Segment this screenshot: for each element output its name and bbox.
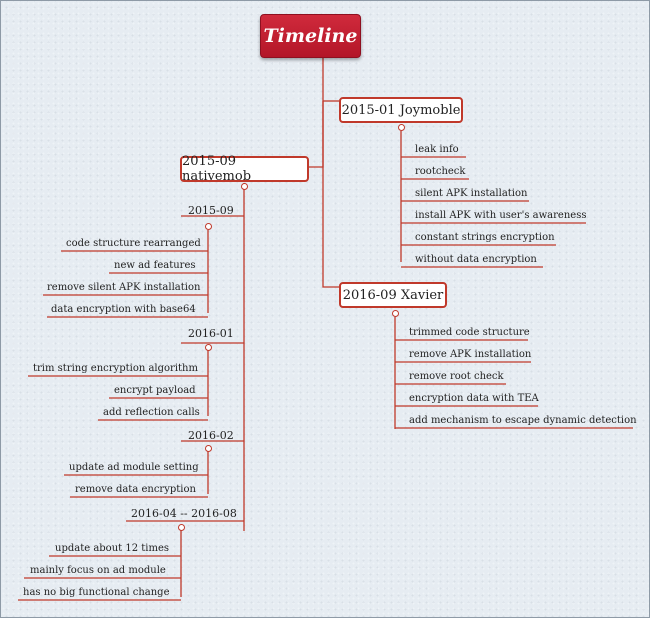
leaf-item[interactable]: remove silent APK installation (47, 282, 201, 293)
leaf-item[interactable]: leak info (415, 144, 459, 155)
leaf-item[interactable]: add mechanism to escape dynamic detectio… (409, 415, 637, 426)
leaf-item[interactable]: data encryption with base64 (51, 304, 196, 315)
leaf-item[interactable]: add reflection calls (103, 407, 200, 418)
connector-g3-underline (64, 474, 208, 498)
leaf-item[interactable]: update ad module setting (69, 462, 199, 473)
leaf-item[interactable]: encrypt payload (114, 385, 196, 396)
collapse-toggle-nativemob[interactable] (241, 183, 248, 190)
connector-to-nativemob (309, 101, 324, 168)
leaf-item[interactable]: remove APK installation (409, 349, 532, 360)
leaf-item[interactable]: constant strings encryption (415, 232, 555, 243)
collapse-toggle-joymoble[interactable] (398, 124, 405, 131)
subnode-2016-04-2016-08[interactable]: 2016-04 -- 2016-08 (131, 507, 237, 520)
leaf-item[interactable]: code structure rearranged (66, 238, 201, 249)
collapse-toggle-2016-01[interactable] (205, 344, 212, 351)
collapse-toggle-2015-09[interactable] (205, 223, 212, 230)
leaf-item[interactable]: encryption data with TEA (409, 393, 539, 404)
leaf-item[interactable]: silent APK installation (415, 188, 528, 199)
branch-node-nativemob[interactable]: 2015-09 nativemob (180, 154, 309, 184)
collapse-toggle-xavier[interactable] (392, 310, 399, 317)
leaf-item[interactable]: trim string encryption algorithm (33, 363, 198, 374)
leaf-item[interactable]: has no big functional change (23, 587, 170, 598)
leaf-item[interactable]: trimmed code structure (409, 327, 530, 338)
connector-to-xavier (322, 101, 339, 288)
leaf-item[interactable]: without data encryption (415, 254, 537, 265)
subnode-2015-09[interactable]: 2015-09 (188, 204, 234, 217)
leaf-item[interactable]: remove data encryption (75, 484, 196, 495)
subnode-2016-01[interactable]: 2016-01 (188, 327, 234, 340)
leaf-item[interactable]: remove root check (409, 371, 504, 382)
connector-xavier-underline (395, 339, 633, 429)
root-node-timeline[interactable]: Timeline (260, 14, 361, 58)
collapse-toggle-2016-04-2016-08[interactable] (178, 524, 185, 531)
leaf-item[interactable]: install APK with user's awareness (415, 210, 587, 221)
connector-joymoble-underline (401, 156, 586, 268)
connector-g2-underline (28, 375, 208, 421)
branch-node-xavier[interactable]: 2016-09 Xavier (339, 282, 447, 308)
subnode-2016-02[interactable]: 2016-02 (188, 429, 234, 442)
leaf-item[interactable]: update about 12 times (55, 543, 169, 554)
connector-g1-underline (43, 250, 208, 318)
connector-g4-underline (18, 555, 181, 601)
collapse-toggle-2016-02[interactable] (205, 445, 212, 452)
leaf-item[interactable]: new ad features (114, 260, 196, 271)
leaf-item[interactable]: rootcheck (415, 166, 466, 177)
leaf-item[interactable]: mainly focus on ad module (30, 565, 166, 576)
branch-node-joymoble[interactable]: 2015-01 Joymoble (339, 97, 463, 123)
